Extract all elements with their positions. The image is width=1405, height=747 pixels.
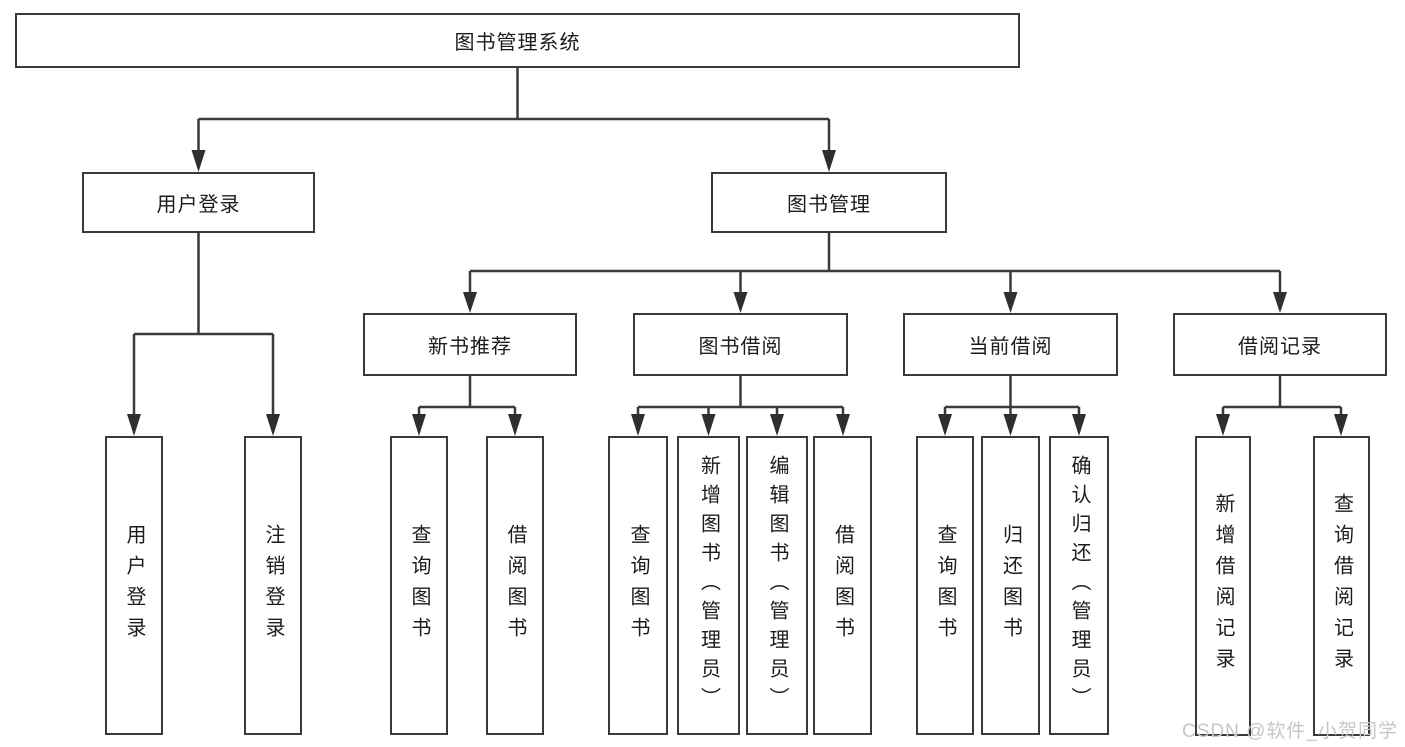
leaf-return-books: 归还图书	[981, 436, 1040, 735]
leaf-add-borrow-record: 新增借阅记录	[1195, 436, 1251, 736]
leaf-query-books: 查询图书	[390, 436, 448, 735]
node-new-book-recommendation: 新书推荐	[363, 313, 577, 376]
node-label: 图书管理	[787, 194, 871, 216]
csdn-watermark: CSDN @软件_小贺同学	[1182, 721, 1398, 742]
node-borrowing-records: 借阅记录	[1173, 313, 1387, 376]
node-label: 用户登录	[123, 523, 145, 648]
node-label: 归还图书	[999, 523, 1022, 648]
leaf-borrow-books: 借阅图书	[813, 436, 872, 735]
node-book-management: 图书管理	[711, 172, 947, 233]
node-label: 新增借阅记录	[1212, 493, 1234, 679]
node-label: 借阅图书	[831, 523, 854, 648]
leaf-user-login: 用户登录	[105, 436, 163, 735]
leaf-query-books: 查询图书	[916, 436, 974, 735]
node-current-borrowing: 当前借阅	[903, 313, 1118, 376]
node-label: 确认归还（管理员）	[1068, 455, 1090, 716]
node-label: 图书借阅	[698, 336, 783, 358]
node-label: 图书管理系统	[454, 32, 581, 54]
node-user-login: 用户登录	[82, 172, 315, 233]
node-root-book-management-system: 图书管理系统	[15, 13, 1020, 68]
leaf-confirm-return-admin: 确认归还（管理员）	[1049, 436, 1109, 735]
leaf-query-books: 查询图书	[608, 436, 668, 735]
node-label: 注销登录	[262, 523, 284, 648]
node-label: 新增图书（管理员）	[697, 455, 720, 716]
node-label: 查询借阅记录	[1330, 493, 1353, 679]
node-label: 编辑图书（管理员）	[766, 455, 788, 716]
node-label: 借阅记录	[1238, 336, 1322, 358]
leaf-borrow-books: 借阅图书	[486, 436, 544, 735]
node-label: 借阅图书	[504, 523, 526, 648]
node-label: 用户登录	[156, 194, 241, 216]
leaf-query-borrow-record: 查询借阅记录	[1313, 436, 1370, 736]
node-book-borrowing: 图书借阅	[633, 313, 848, 376]
node-label: 当前借阅	[968, 336, 1053, 358]
node-label: 新书推荐	[428, 336, 512, 358]
node-label: 查询图书	[627, 523, 649, 648]
node-label: 查询图书	[934, 523, 956, 648]
leaf-add-books-admin: 新增图书（管理员）	[677, 436, 740, 735]
leaf-edit-books-admin: 编辑图书（管理员）	[746, 436, 808, 735]
leaf-logout: 注销登录	[244, 436, 302, 735]
node-label: 查询图书	[408, 523, 430, 648]
